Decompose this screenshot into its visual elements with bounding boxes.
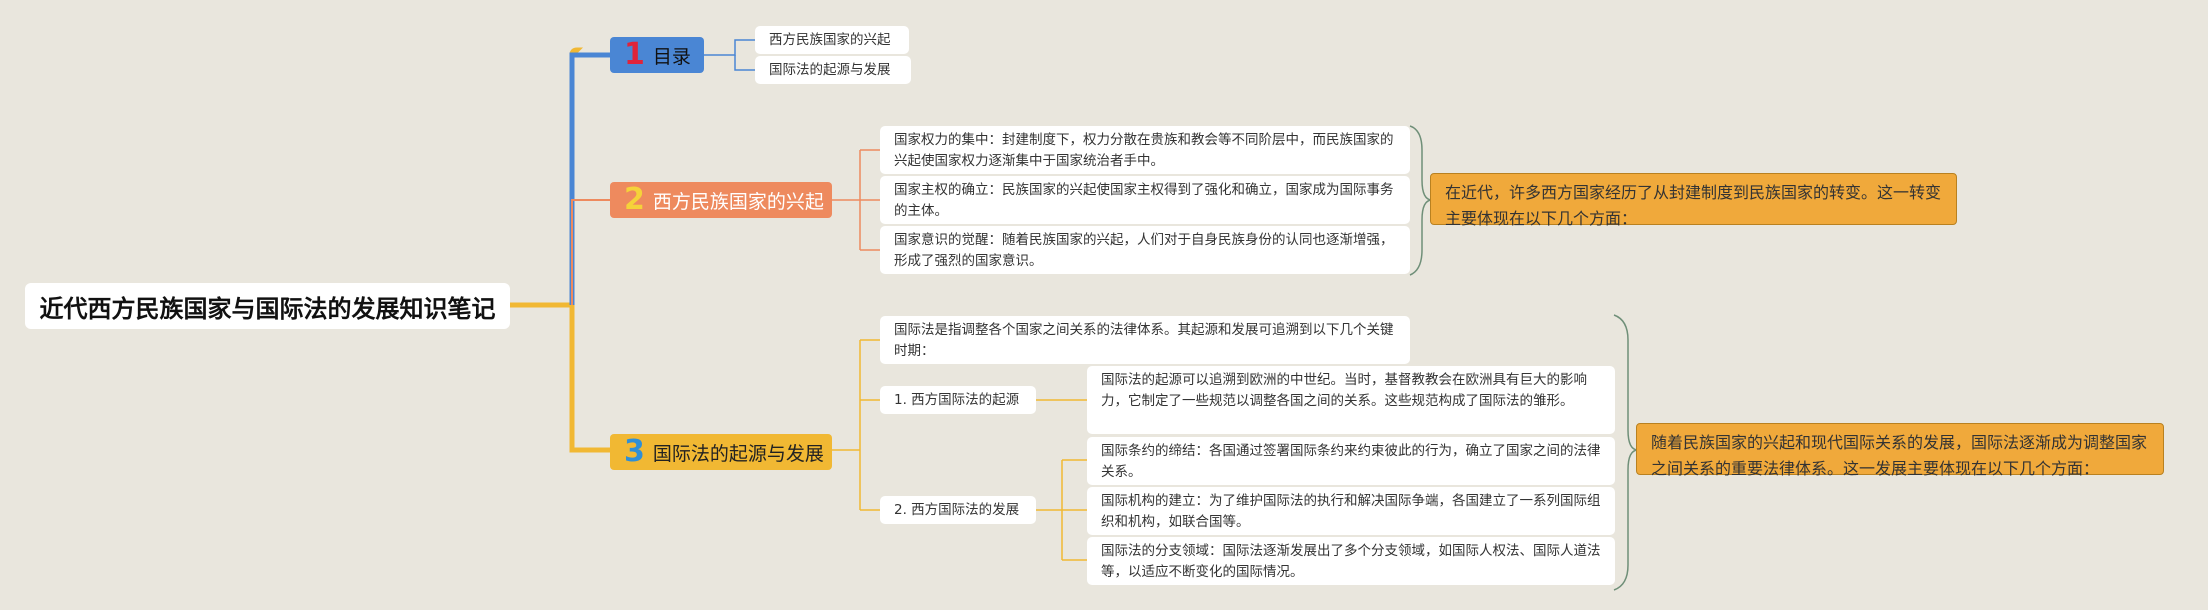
topic-number: 3 (624, 434, 645, 469)
intl-law-origin-detail[interactable]: 国际法的起源可以追溯到欧洲的中世纪。当时，基督教教会在欧洲具有巨大的影响力，它制… (1087, 366, 1615, 434)
intl-law-development-point[interactable]: 国际法的分支领域：国际法逐渐发展出了多个分支领域，如国际人权法、国际人道法等，以… (1087, 537, 1615, 585)
root-topic[interactable]: 近代西方民族国家与国际法的发展知识笔记 (25, 283, 510, 329)
topic-number: 2 (624, 182, 645, 217)
intl-law-development-point[interactable]: 国际条约的缔结：各国通过签署国际条约来约束彼此的行为，确立了国家之间的法律关系。 (1087, 437, 1615, 485)
intl-law-development-point[interactable]: 国际机构的建立：为了维护国际法的执行和解决国际争端，各国建立了一系列国际组织和机… (1087, 487, 1615, 535)
contents-item[interactable]: 西方民族国家的兴起 (755, 26, 909, 54)
topic-number: 1 (624, 37, 645, 72)
nation-state-summary[interactable]: 在近代，许多西方国家经历了从封建制度到民族国家的转变。这一转变主要体现在以下几个… (1430, 173, 1957, 228)
topic-contents[interactable]: 1 目录 (610, 37, 704, 73)
intl-law-intro[interactable]: 国际法是指调整各个国家之间关系的法律体系。其起源和发展可追溯到以下几个关键时期： (880, 316, 1410, 364)
topic-nation-states[interactable]: 2 西方民族国家的兴起 (610, 182, 832, 218)
intl-law-summary[interactable]: 随着民族国家的兴起和现代国际关系的发展，国际法逐渐成为调整国家之间关系的重要法律… (1636, 423, 2164, 478)
topic-label: 国际法的起源与发展 (652, 442, 824, 465)
topic-label: 西方民族国家的兴起 (652, 190, 824, 213)
nation-state-point[interactable]: 国家权力的集中：封建制度下，权力分散在贵族和教会等不同阶层中，而民族国家的兴起使… (880, 126, 1410, 174)
nation-state-point[interactable]: 国家主权的确立：民族国家的兴起使国家主权得到了强化和确立，国家成为国际事务的主体… (880, 176, 1410, 224)
contents-item[interactable]: 国际法的起源与发展 (755, 56, 911, 84)
topic-international-law[interactable]: 3 国际法的起源与发展 (610, 434, 832, 470)
intl-law-origin-label[interactable]: 1. 西方国际法的起源 (880, 386, 1036, 414)
nation-state-point[interactable]: 国家意识的觉醒：随着民族国家的兴起，人们对于自身民族身份的认同也逐渐增强，形成了… (880, 226, 1410, 274)
intl-law-development-label[interactable]: 2. 西方国际法的发展 (880, 496, 1036, 524)
topic-label: 目录 (652, 45, 691, 68)
